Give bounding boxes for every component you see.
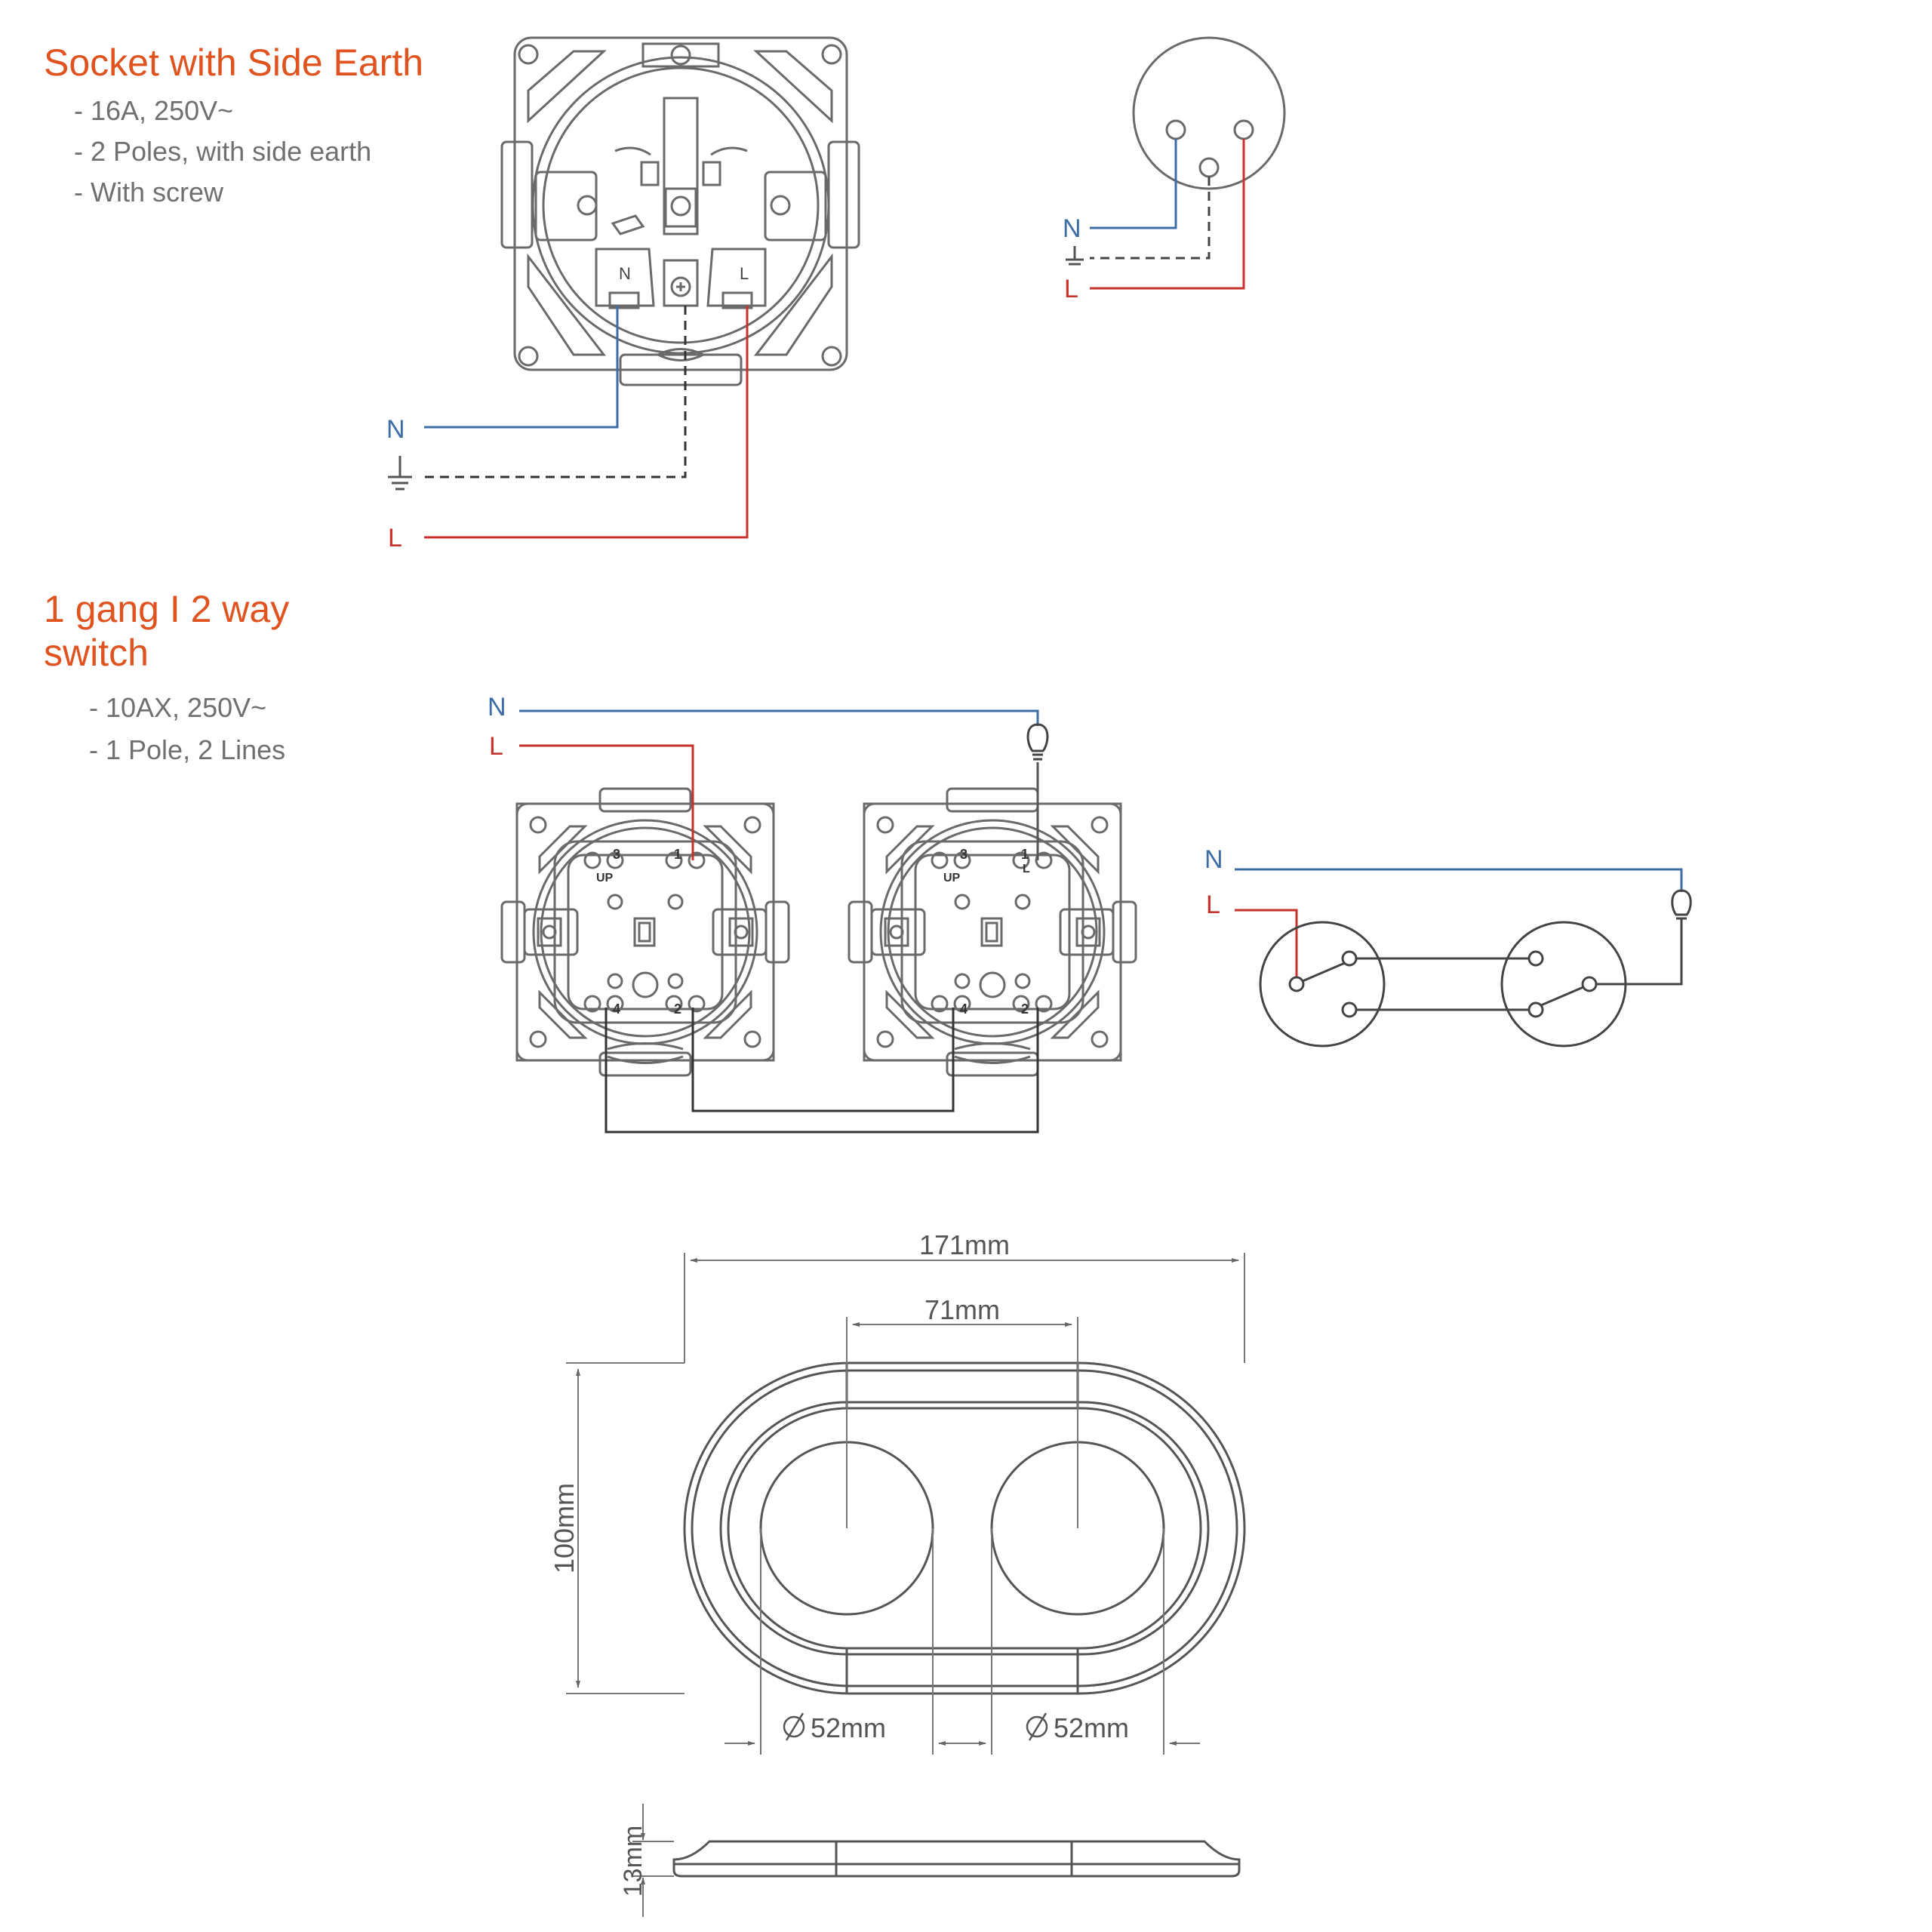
- switch-wiring: [519, 709, 1039, 1134]
- dimension-lines: [566, 1253, 1245, 1755]
- switch-left-terminal-3: 3: [613, 847, 620, 862]
- switch-schematic: [1235, 868, 1683, 1048]
- socket-specs: - 16A, 250V~ - 2 Poles, with side earth …: [74, 91, 371, 213]
- switch-spec-rating: - 10AX, 250V~: [89, 692, 267, 723]
- diameter-icon-left: [783, 1712, 805, 1741]
- dim-diameter-left: 52mm: [811, 1712, 886, 1743]
- socket-terminal-l: L: [740, 264, 749, 283]
- schematic-earth-icon: [1066, 246, 1084, 266]
- switch-left-terminal-4: 4: [613, 1001, 620, 1017]
- schematic-lamp-icon: [1671, 889, 1692, 920]
- frame-side-view: [672, 1840, 1241, 1878]
- socket-title: Socket with Side Earth: [44, 42, 424, 84]
- socket-spec-screw: - With screw: [74, 177, 223, 208]
- switch-spec-poles: - 1 Pole, 2 Lines: [89, 734, 286, 765]
- switch-left-up: UP: [596, 872, 614, 884]
- switch-mechanism-left: [500, 787, 790, 1077]
- switch-right-up: UP: [943, 872, 961, 884]
- switch-right-terminal-1: 1: [1021, 847, 1029, 862]
- socket-earth-icon: [388, 456, 412, 491]
- switch-schematic-label-n: N: [1204, 845, 1223, 874]
- switch-right-terminal-2: 2: [1021, 1001, 1029, 1017]
- socket-spec-poles: - 2 Poles, with side earth: [74, 136, 372, 167]
- frame-front-view: [683, 1361, 1246, 1695]
- schematic-label-n: N: [1063, 214, 1081, 243]
- dim-diameter-right: 52mm: [1054, 1712, 1129, 1743]
- switch-specs: - 10AX, 250V~ - 1 Pole, 2 Lines: [89, 687, 285, 771]
- lamp-icon: [1026, 723, 1049, 761]
- schematic-label-l: L: [1064, 275, 1078, 303]
- switch-wire-label-n: N: [488, 693, 506, 721]
- socket-wire-label-l: L: [388, 524, 402, 552]
- dim-height: 100mm: [549, 1483, 580, 1574]
- dim-center-distance: 71mm: [924, 1294, 1000, 1325]
- switch-right-terminal-4: 4: [960, 1001, 968, 1017]
- diameter-icon-right: [1026, 1712, 1048, 1741]
- dim-depth-lines: [632, 1804, 674, 1917]
- socket-mechanism-drawing: [500, 36, 860, 386]
- socket-terminal-n: N: [619, 264, 631, 283]
- dim-overall-width: 171mm: [919, 1229, 1010, 1260]
- switch-left-terminal-1: 1: [674, 847, 681, 862]
- dim-depth: 13mm: [619, 1826, 648, 1897]
- switch-schematic-label-l: L: [1206, 891, 1220, 919]
- switch-right-terminal-3: 3: [960, 847, 968, 862]
- switch-left-terminal-2: 2: [674, 1001, 681, 1017]
- socket-wire-label-n: N: [386, 415, 405, 444]
- socket-spec-rating: - 16A, 250V~: [74, 95, 234, 126]
- switch-title-line2: switch: [44, 632, 149, 674]
- socket-wiring: [424, 306, 749, 539]
- switch-title-line1: 1 gang I 2 way: [44, 588, 290, 630]
- switch-wire-label-l: L: [489, 732, 503, 761]
- switch-mechanism-right: [848, 787, 1137, 1077]
- switch-right-terminal-l: L: [1023, 863, 1030, 875]
- socket-schematic: [1090, 36, 1286, 290]
